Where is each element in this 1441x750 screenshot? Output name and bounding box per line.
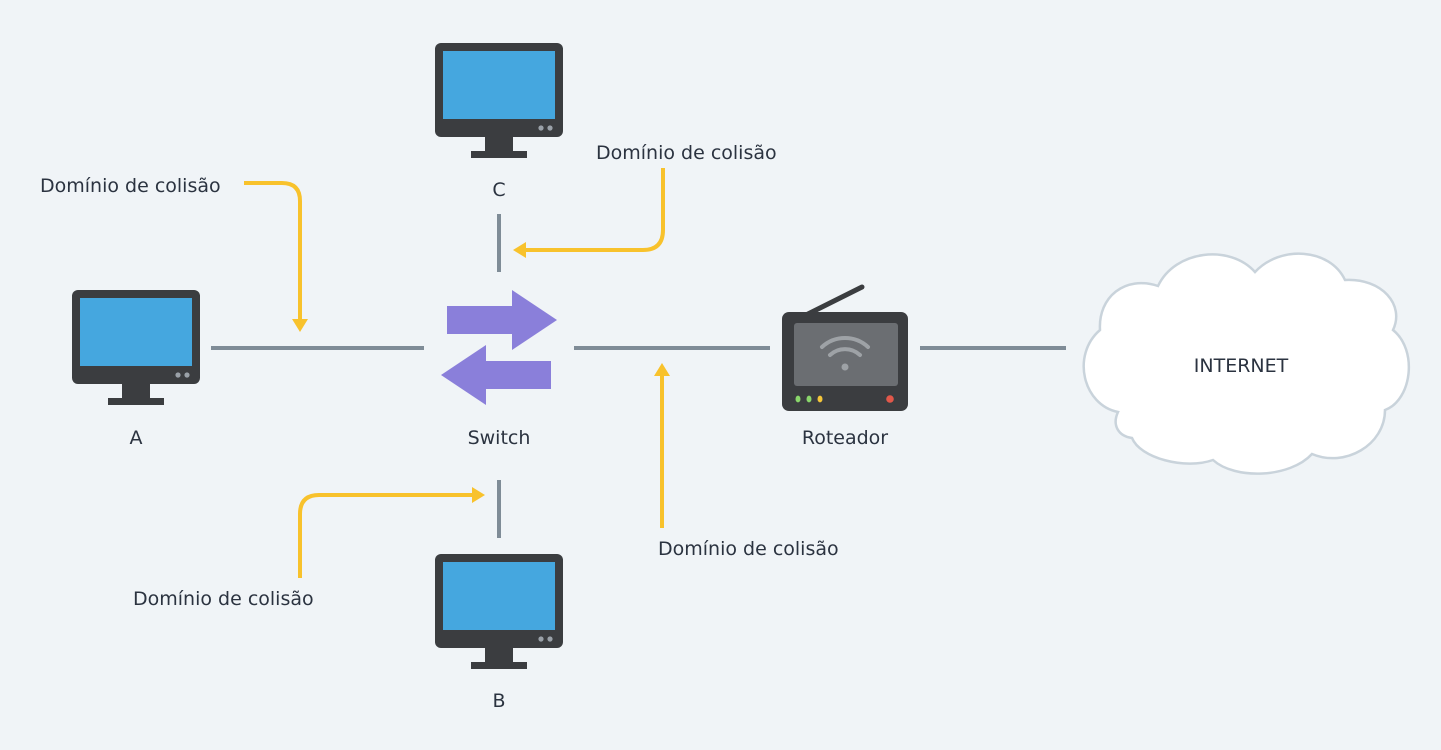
annotation-b-text: Domínio de colisão xyxy=(133,588,314,610)
monitor-icon xyxy=(435,43,563,158)
computer-c-label: C xyxy=(492,179,505,201)
annotation-c: Domínio de colisão xyxy=(513,142,777,258)
switch-label: Switch xyxy=(468,427,531,449)
computer-a-label: A xyxy=(130,427,143,449)
monitor-icon xyxy=(72,290,200,405)
annotation-router-text: Domínio de colisão xyxy=(658,538,839,560)
router-label: Roteador xyxy=(802,427,888,449)
monitor-icon xyxy=(435,554,563,669)
computer-a: A xyxy=(72,290,200,449)
switch-node: Switch xyxy=(441,290,557,449)
wifi-icon xyxy=(820,336,870,371)
annotation-a: Domínio de colisão xyxy=(40,175,308,332)
annotation-router: Domínio de colisão xyxy=(654,363,839,560)
internet-node: INTERNET xyxy=(1082,252,1411,475)
computer-b-label: B xyxy=(492,690,505,712)
annotation-b: Domínio de colisão xyxy=(133,487,485,610)
internet-label: INTERNET xyxy=(1194,355,1289,377)
cloud-icon xyxy=(1082,252,1411,475)
annotation-c-text: Domínio de colisão xyxy=(596,142,777,164)
annotation-a-text: Domínio de colisão xyxy=(40,175,221,197)
wifi-router-icon xyxy=(782,284,908,411)
router-node: Roteador xyxy=(782,284,908,449)
network-links xyxy=(211,214,1066,538)
computer-b: B xyxy=(435,554,563,712)
switch-arrows-icon xyxy=(441,290,557,405)
computer-c: C xyxy=(435,43,563,201)
collision-annotations: Domínio de colisão Domínio de colisão Do… xyxy=(40,142,839,610)
